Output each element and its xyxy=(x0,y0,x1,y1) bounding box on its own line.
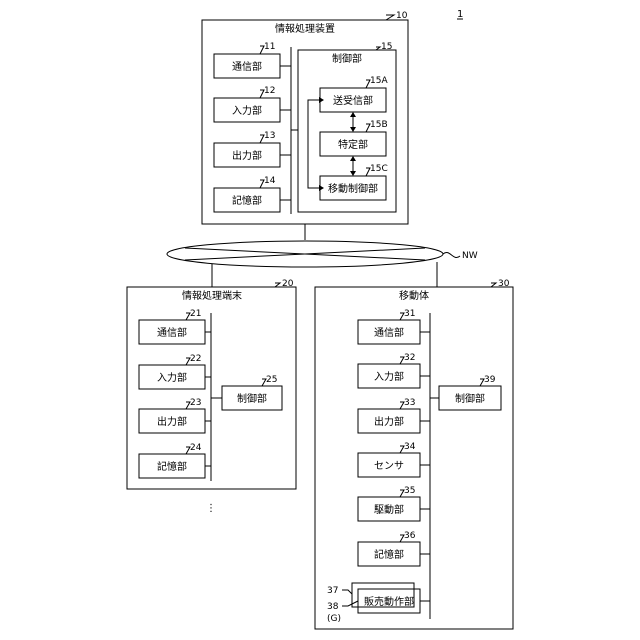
terminal-control-label: 制御部 xyxy=(237,392,267,405)
system-ref: 1 xyxy=(457,9,463,20)
device-title: 情報処理装置 xyxy=(275,22,335,35)
arrowhead xyxy=(319,185,324,191)
mobile-control-label: 制御部 xyxy=(455,392,485,405)
device-control-ref: 15 xyxy=(381,42,392,52)
control-subunit-ref-15A: 15A xyxy=(370,76,388,86)
mobile-unit-label-31: 通信部 xyxy=(374,326,404,339)
terminal-ref: 20 xyxy=(282,279,294,289)
device-unit-label-14: 記憶部 xyxy=(232,194,262,207)
mobile-unit-label-33: 出力部 xyxy=(374,415,404,428)
terminal-more-ellipsis: ⋮ xyxy=(206,503,216,514)
mobile-title: 移動体 xyxy=(399,289,429,302)
internal-bus-line xyxy=(308,100,319,188)
device-unit-label-11: 通信部 xyxy=(232,60,262,73)
device-control-title: 制御部 xyxy=(332,52,362,65)
mobile-unit-ref-36: 36 xyxy=(404,531,416,541)
mobile-unit-ref-32: 32 xyxy=(404,353,415,363)
mobile-unit-label-35: 駆動部 xyxy=(374,503,404,516)
arrowhead xyxy=(350,156,356,161)
terminal-title: 情報処理端末 xyxy=(182,289,242,302)
device-unit-label-13: 出力部 xyxy=(232,149,262,162)
device-ref: 10 xyxy=(396,11,408,21)
arrowhead xyxy=(319,97,324,103)
device-unit-ref-13: 13 xyxy=(264,131,275,141)
network-ref: NW xyxy=(462,251,478,261)
mobile-unit-ref-34: 34 xyxy=(404,442,416,452)
terminal-unit-ref-22: 22 xyxy=(190,354,201,364)
mobile-control-ref: 39 xyxy=(484,375,496,385)
device-unit-ref-12: 12 xyxy=(264,86,275,96)
device-unit-ref-14: 14 xyxy=(264,176,276,186)
terminal-unit-label-21: 通信部 xyxy=(157,326,187,339)
mobile-ref: 30 xyxy=(498,279,510,289)
mobile-sales-ref-inner: 38 xyxy=(327,602,339,612)
mobile-box xyxy=(315,287,513,629)
device-unit-label-12: 入力部 xyxy=(232,104,262,117)
arrowhead xyxy=(350,112,356,117)
device-unit-ref-11: 11 xyxy=(264,42,275,52)
mobile-unit-label-34: センサ xyxy=(374,460,404,472)
control-subunit-ref-15B: 15B xyxy=(370,120,388,130)
terminal-unit-ref-24: 24 xyxy=(190,443,202,453)
control-subunit-ref-15C: 15C xyxy=(370,164,388,174)
arrowhead xyxy=(350,127,356,132)
mobile-unit-ref-33: 33 xyxy=(404,398,415,408)
mobile-unit-label-36: 記憶部 xyxy=(374,548,404,561)
control-subunit-label-15A: 送受信部 xyxy=(333,94,373,107)
mobile-sales-ref-group: (G) xyxy=(327,614,341,624)
mobile-unit-label-32: 入力部 xyxy=(374,370,404,383)
terminal-unit-ref-21: 21 xyxy=(190,309,201,319)
mobile-sales-label: 販売動作部 xyxy=(364,595,414,608)
mobile-sales-ref-outer: 37 xyxy=(327,586,338,596)
terminal-unit-label-23: 出力部 xyxy=(157,415,187,428)
terminal-unit-ref-23: 23 xyxy=(190,398,201,408)
mobile-unit-ref-31: 31 xyxy=(404,309,415,319)
terminal-unit-label-24: 記憶部 xyxy=(157,460,187,473)
control-subunit-label-15B: 特定部 xyxy=(338,138,368,151)
terminal-unit-label-22: 入力部 xyxy=(157,371,187,384)
mobile-unit-ref-35: 35 xyxy=(404,486,415,496)
arrowhead xyxy=(350,171,356,176)
terminal-control-ref: 25 xyxy=(266,375,277,385)
control-subunit-label-15C: 移動制御部 xyxy=(328,182,378,195)
